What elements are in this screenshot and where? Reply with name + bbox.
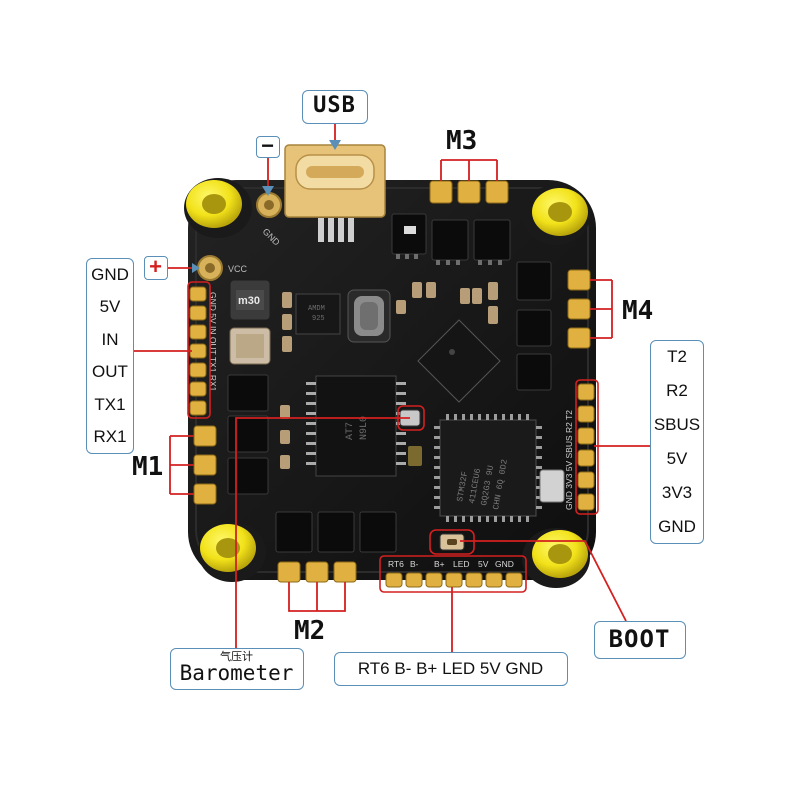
passives bbox=[280, 226, 565, 551]
gyro-ic bbox=[417, 319, 501, 403]
svg-text:AMDM: AMDM bbox=[308, 305, 325, 313]
left-pin-label: OUT bbox=[92, 362, 128, 382]
m4-label: M4 bbox=[622, 296, 654, 326]
annotation-arrows bbox=[192, 140, 341, 273]
inductors: m30 bbox=[229, 279, 391, 365]
m3-label: M3 bbox=[446, 126, 478, 156]
usb-connector bbox=[284, 144, 386, 242]
mcu-chip: STM32F 411CEU6 GQ2G3 9U CHN 6Q 0D2 bbox=[434, 414, 542, 522]
vcc-silk: VCC bbox=[228, 264, 248, 274]
right-strip-silk: GND 3V3 5V SBUS R2 T2 bbox=[564, 410, 574, 510]
usb-callout: USB bbox=[302, 90, 368, 124]
svg-text:LED: LED bbox=[453, 559, 470, 569]
m3-pads bbox=[429, 180, 509, 204]
svg-text:B-: B- bbox=[410, 559, 419, 569]
barometer-callout: 气压计 Barometer bbox=[170, 648, 304, 690]
svg-text:GND: GND bbox=[495, 559, 514, 569]
m1-pads bbox=[193, 425, 217, 505]
right-pin-label: SBUS bbox=[653, 415, 701, 434]
minus-callout: − bbox=[256, 133, 280, 158]
svg-text:5V: 5V bbox=[478, 559, 489, 569]
boot-label: BOOT bbox=[608, 625, 671, 653]
svg-text:925: 925 bbox=[312, 315, 325, 323]
mosfet-leads bbox=[396, 254, 502, 265]
left-pin-label: GND bbox=[91, 265, 129, 284]
minus-label: − bbox=[261, 133, 274, 158]
svg-text:AT7: AT7 bbox=[345, 422, 356, 440]
svg-text:RT6: RT6 bbox=[388, 559, 404, 569]
left-strip-silk: GND 5V IN OUT TX1 RX1 bbox=[208, 292, 218, 392]
usb-label: USB bbox=[313, 93, 356, 118]
bottom-strip-silk: RT6 B- B+ LED 5V GND bbox=[388, 559, 514, 569]
plus-callout: + bbox=[144, 254, 168, 280]
right-pin-label: 3V3 bbox=[661, 483, 693, 502]
m4-pads bbox=[567, 269, 591, 349]
left-pin-label: IN bbox=[101, 329, 119, 349]
bottom-pin-callout: RT6 B- B+ LED 5V GND bbox=[334, 652, 568, 686]
right-pads bbox=[577, 383, 595, 511]
left-pin-callout: GND 5V IN OUT TX1 RX1 bbox=[86, 258, 134, 454]
bottom-pin-label: RT6 B- B+ LED 5V GND bbox=[357, 659, 544, 678]
left-pin-label: RX1 bbox=[93, 426, 127, 446]
right-pin-label: T2 bbox=[667, 347, 687, 366]
svg-text:B+: B+ bbox=[434, 559, 445, 569]
right-pin-label: R2 bbox=[666, 381, 688, 400]
small-ic: AMDM 925 bbox=[295, 293, 341, 335]
barometer-cn-label: 气压计 bbox=[220, 650, 253, 663]
m1-label: M1 bbox=[132, 452, 164, 482]
boot-callout: BOOT bbox=[594, 621, 686, 659]
barometer-label: Barometer bbox=[179, 661, 294, 685]
right-pin-callout: T2 R2 SBUS 5V 3V3 GND bbox=[650, 340, 704, 544]
left-pin-label: TX1 bbox=[94, 394, 126, 414]
left-pads bbox=[189, 286, 207, 416]
m2-label: M2 bbox=[294, 616, 326, 646]
right-pin-label: 5V bbox=[666, 449, 688, 468]
m2-pads bbox=[277, 561, 357, 583]
left-pin-label: 5V bbox=[99, 297, 121, 317]
plus-label: + bbox=[149, 254, 162, 279]
driver-ic: AT7 N9L0 bbox=[306, 375, 406, 477]
annotation-outlines bbox=[187, 281, 599, 593]
right-pin-label: GND bbox=[658, 517, 696, 536]
standoffs bbox=[184, 178, 590, 588]
inductor-silk: m30 bbox=[238, 295, 260, 307]
svg-text:N9L0: N9L0 bbox=[359, 416, 370, 440]
bottom-pads bbox=[385, 572, 523, 588]
